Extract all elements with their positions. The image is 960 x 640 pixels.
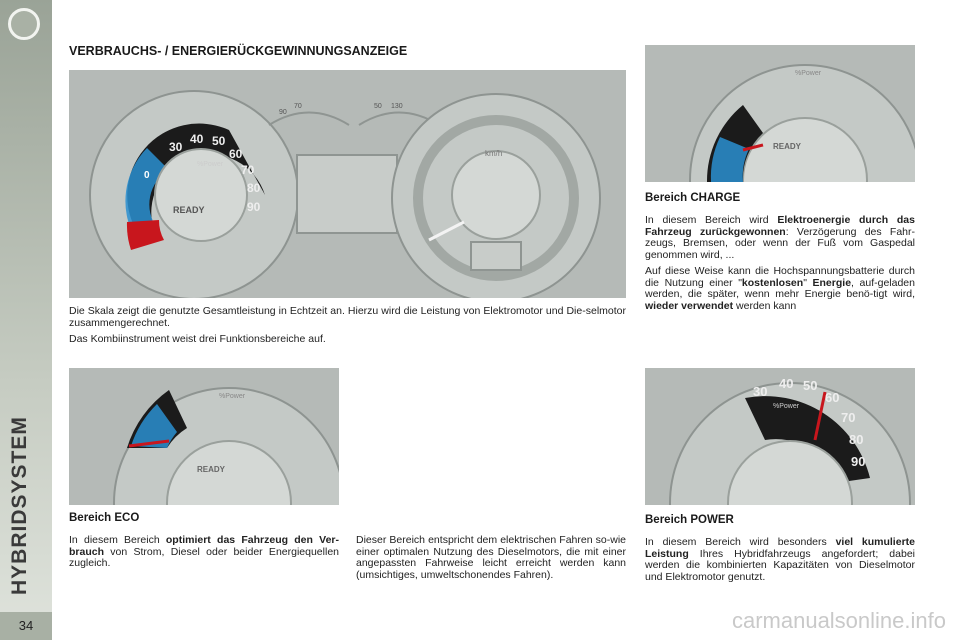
power-label: %Power bbox=[197, 161, 224, 168]
power-scale-90: 90 bbox=[851, 454, 865, 469]
charge-p1-bold: Elektroenergie durch das Fahrzeug zurück… bbox=[645, 214, 915, 238]
power-scale-30: 30 bbox=[753, 384, 767, 399]
power-scale-50: 50 bbox=[803, 378, 817, 393]
power-p1-bold: viel kumulierte Leistung bbox=[645, 536, 915, 560]
scale-label-90: 90 bbox=[247, 200, 261, 214]
eco-p1-bold: optimiert das Fahrzeug den Ver-brauch bbox=[69, 534, 339, 558]
scale-label-0: 0 bbox=[144, 170, 150, 181]
charge-ready-label: READY bbox=[773, 142, 802, 151]
eco-text: In diesem Bereich optimiert das Fahrzeug… bbox=[69, 534, 339, 575]
power-p1-post: Ihres Hybridfahrzeugs angefordert; dabei… bbox=[645, 547, 915, 583]
eco-ready-label: READY bbox=[197, 465, 226, 474]
eco-p1-pre: In diesem Bereich bbox=[69, 534, 166, 546]
power-scale-80: 80 bbox=[849, 432, 863, 447]
sidebar: HYBRIDSYSTEM bbox=[0, 0, 52, 640]
intro-paragraph-2: Das Kombiinstrument weist drei Funktions… bbox=[69, 333, 326, 345]
scale-label-80: 80 bbox=[247, 181, 261, 195]
charge-p2-bold: kostenlosen bbox=[741, 276, 804, 289]
page-number: 34 bbox=[0, 612, 52, 640]
watermark: carmanualsonline.info bbox=[731, 608, 946, 633]
fuel-label-70: 70 bbox=[294, 103, 302, 110]
charge-p2-mid: " bbox=[803, 276, 813, 289]
power-scale-60: 60 bbox=[825, 390, 839, 405]
dashboard-drawing: READY 30 40 50 60 70 80 90 0 %Power 90 7… bbox=[69, 70, 626, 298]
power-p1-pre: In diesem Bereich wird besonders bbox=[645, 536, 836, 548]
intro-paragraph-1: Die Skala zeigt die genutzte Gesamtleist… bbox=[69, 305, 626, 329]
power-power-label: %Power bbox=[773, 403, 800, 410]
power-illustration: 30 40 50 60 70 80 90 %Power bbox=[645, 368, 915, 505]
power-text: In diesem Bereich wird besonders viel ku… bbox=[645, 536, 915, 588]
scale-label-40: 40 bbox=[190, 132, 204, 146]
scale-label-50: 50 bbox=[212, 134, 226, 148]
charge-power-label: %Power bbox=[795, 70, 822, 77]
page-title: VERBRAUCHS- / ENERGIERÜCKGEWINNUNGSANZEI… bbox=[69, 44, 408, 58]
eco-p2: Dieser Bereich entspricht dem elektrisch… bbox=[356, 534, 626, 581]
eco-drawing: READY %Power bbox=[69, 368, 339, 505]
charge-p2-bold3: wieder verwendet bbox=[645, 299, 734, 312]
eco-p1-post: von Strom, Diesel oder beider Energieque… bbox=[69, 545, 339, 569]
ready-label: READY bbox=[173, 205, 205, 215]
charge-illustration: READY %Power bbox=[645, 45, 915, 182]
scale-label-70: 70 bbox=[241, 163, 255, 177]
charge-p1-post: : Verzögerung des Fahr-zeugs, Bremsen, o… bbox=[645, 225, 915, 261]
eco-power-label: %Power bbox=[219, 393, 246, 400]
fuel-label-130: 130 bbox=[391, 103, 403, 110]
charge-text: In diesem Bereich wird Elektroenergie du… bbox=[645, 214, 915, 317]
chapter-circle-icon bbox=[8, 8, 40, 40]
power-heading: Bereich POWER bbox=[645, 514, 734, 526]
scale-label-30: 30 bbox=[169, 140, 183, 154]
charge-p2-bold2: Energie bbox=[812, 276, 852, 289]
charge-p2-post: , auf-geladen werden, die später, wenn m… bbox=[645, 276, 915, 300]
charge-p2-pre: Auf diese Weise kann die Hochspannungsba… bbox=[645, 265, 915, 289]
charge-drawing: READY %Power bbox=[645, 45, 915, 182]
fuel-label-50: 50 bbox=[374, 103, 382, 110]
power-scale-70: 70 bbox=[841, 410, 855, 425]
eco-heading: Bereich ECO bbox=[69, 512, 140, 524]
eco-illustration: READY %Power bbox=[69, 368, 339, 505]
charge-p2-end: werden kann bbox=[733, 299, 797, 312]
fuel-label-90: 90 bbox=[279, 109, 287, 116]
intro-text: Die Skala zeigt die genutzte Gesamtleist… bbox=[69, 305, 626, 351]
scale-label-60: 60 bbox=[229, 147, 243, 161]
charge-heading: Bereich CHARGE bbox=[645, 192, 741, 204]
dashboard-illustration: READY 30 40 50 60 70 80 90 0 %Power 90 7… bbox=[69, 70, 626, 298]
section-title: HYBRIDSYSTEM bbox=[8, 416, 31, 595]
charge-p1-pre: In diesem Bereich wird bbox=[645, 214, 778, 226]
power-drawing: 30 40 50 60 70 80 90 %Power bbox=[645, 368, 915, 505]
power-scale-40: 40 bbox=[779, 376, 793, 391]
eco-text-2: Dieser Bereich entspricht dem elektrisch… bbox=[356, 534, 626, 586]
speedo-unit: km/h bbox=[485, 149, 502, 158]
